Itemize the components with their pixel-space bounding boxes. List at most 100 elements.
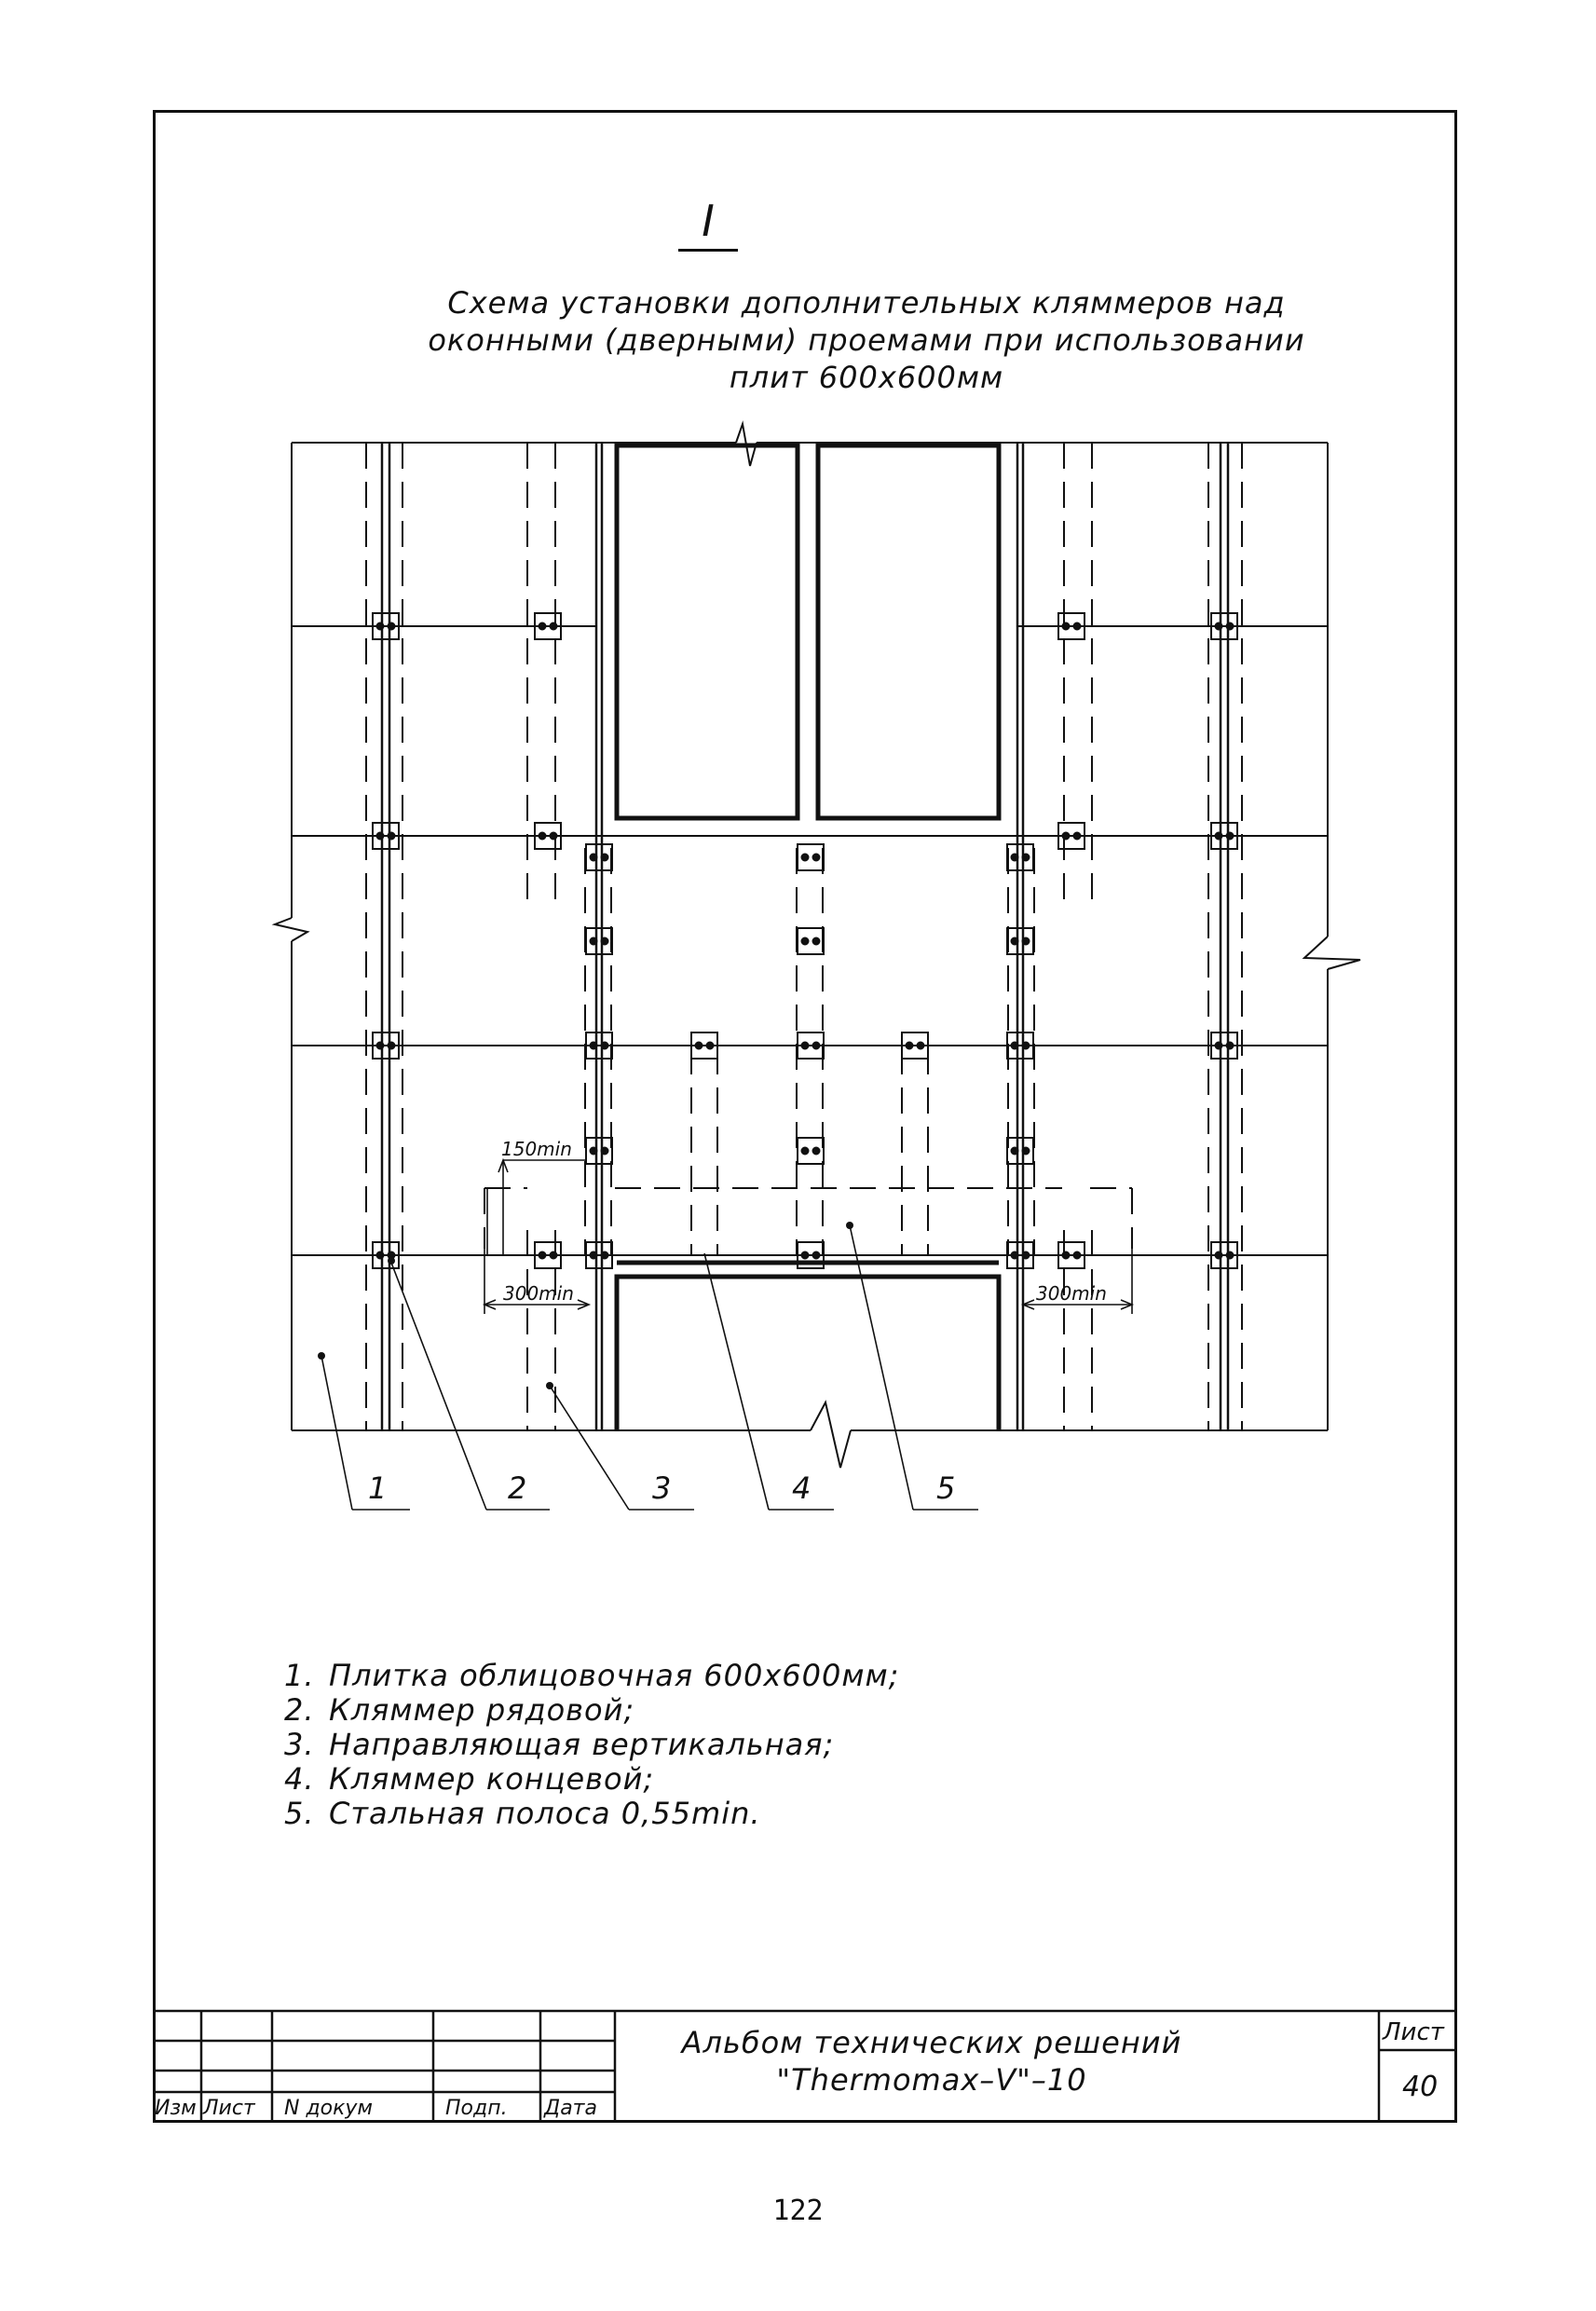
- clamp-bracket: [585, 843, 613, 871]
- clamp-bolt: [1225, 1041, 1235, 1050]
- callout-4: 4: [792, 1470, 811, 1506]
- clamp-bolt: [549, 622, 558, 631]
- clamp-bolt: [916, 1041, 925, 1050]
- clamp-bracket: [534, 612, 562, 640]
- legend-number: 4.: [284, 1761, 315, 1797]
- clamp-bolt: [800, 1251, 810, 1260]
- dim-300-right-label: 300min: [1036, 1282, 1107, 1305]
- clamp-bolt: [800, 1041, 810, 1050]
- clamp-bracket: [372, 1032, 400, 1060]
- dim-300-left-label: 300min: [503, 1282, 574, 1305]
- title-line-2: оконными (дверными) проемами при использ…: [428, 322, 1305, 358]
- legend-text: Плитка облицовочная 600х600мм;: [329, 1658, 900, 1693]
- clamp-bolt: [812, 1041, 821, 1050]
- clamp-bolt: [589, 1146, 598, 1156]
- clamp-bolt: [387, 1041, 396, 1050]
- clamp-bolt: [375, 1041, 385, 1050]
- tb-col-data: Дата: [544, 2097, 597, 2120]
- clamp-bolt: [1021, 937, 1030, 946]
- callout-leaders: [321, 1224, 978, 1511]
- opening-top-left: [614, 443, 800, 821]
- clamp-bracket: [1006, 1137, 1034, 1165]
- clamp-bolt: [905, 1041, 914, 1050]
- clamp-bracket: [1057, 612, 1085, 640]
- legend-number: 5.: [284, 1796, 315, 1831]
- callout-1: 1: [368, 1470, 387, 1506]
- title-block-lines: [153, 2009, 1457, 2123]
- legend-item: 3.Направляющая вертикальная;: [284, 1728, 899, 1762]
- legend-text: Кляммер рядовой;: [329, 1692, 635, 1728]
- clamp-bolt: [600, 1146, 609, 1156]
- legend-item: 4.Кляммер концевой;: [284, 1762, 899, 1797]
- clamp-bolt: [549, 831, 558, 841]
- clamp-bolt: [1072, 1251, 1082, 1260]
- clamp-bolt: [812, 937, 821, 946]
- clamp-bolt: [1214, 1041, 1223, 1050]
- drawing-frame: [153, 110, 1457, 2123]
- clamp-bracket: [1006, 1032, 1034, 1060]
- tb-col-izm: Изм: [155, 2097, 197, 2120]
- clamp-bracket: [797, 1032, 825, 1060]
- callout-2: 2: [508, 1470, 526, 1506]
- clamp-bolt: [694, 1041, 703, 1050]
- clamp-bracket: [1006, 1241, 1034, 1269]
- clamp-bolt: [1061, 622, 1071, 631]
- clamps: [372, 612, 1238, 1269]
- dashed-guides: [365, 443, 1243, 1430]
- clamp-bolt: [1072, 622, 1082, 631]
- clamp-bracket: [372, 612, 400, 640]
- clamp-bracket: [585, 1032, 613, 1060]
- clamp-bracket: [372, 822, 400, 850]
- clamp-bolt: [800, 853, 810, 862]
- tb-sheet-number: 40: [1402, 2071, 1439, 2103]
- legend: 1.Плитка облицовочная 600х600мм; 2.Клямм…: [284, 1659, 899, 1831]
- clamp-bolt: [1021, 1146, 1030, 1156]
- title-line-1: Схема установки дополнительных кляммеров…: [447, 285, 1286, 321]
- clamp-bolt: [1021, 853, 1030, 862]
- clamp-bracket: [690, 1032, 718, 1060]
- clamp-bracket: [1210, 1241, 1238, 1269]
- dimension-150: [486, 1157, 587, 1255]
- legend-number: 3.: [284, 1727, 315, 1762]
- clamp-bolt: [1214, 622, 1223, 631]
- album-title-line-1: Альбом технических решений: [681, 2025, 1182, 2060]
- album-title-line-2: "Thermomax–V"–10: [776, 2062, 1087, 2098]
- clamp-bolt: [387, 831, 396, 841]
- clamp-bracket: [797, 1137, 825, 1165]
- clamp-bolt: [589, 1041, 598, 1050]
- clamp-bolt: [1010, 1251, 1019, 1260]
- vertical-rails: [380, 443, 1230, 1430]
- clamp-bracket: [1006, 843, 1034, 871]
- clamp-bolt: [1225, 831, 1235, 841]
- clamp-bolt: [1010, 1146, 1019, 1156]
- clamp-bolt: [1021, 1041, 1030, 1050]
- clamp-bracket: [585, 927, 613, 955]
- clamp-bolt: [375, 622, 385, 631]
- album-title: Альбом технических решений "Thermomax–V"…: [615, 2024, 1248, 2099]
- clamp-bolt: [538, 1251, 547, 1260]
- clamp-bolt: [1225, 1251, 1235, 1260]
- clamp-bolt: [1021, 1251, 1030, 1260]
- section-mark: I: [671, 196, 745, 252]
- clamp-bolt: [375, 831, 385, 841]
- clamp-bracket: [372, 1241, 400, 1269]
- opening-bottom: [614, 1274, 1002, 1430]
- clamp-bolt: [600, 853, 609, 862]
- break-line-right: [1302, 936, 1361, 970]
- legend-item: 5.Стальная полоса 0,55min.: [284, 1797, 899, 1831]
- clamp-bolt: [705, 1041, 715, 1050]
- clamp-bolt: [387, 622, 396, 631]
- clamp-bracket: [901, 1032, 929, 1060]
- callout-3: 3: [652, 1470, 671, 1506]
- callout-5: 5: [936, 1470, 955, 1506]
- opening-top-right: [815, 443, 1002, 821]
- clamp-bolt: [375, 1251, 385, 1260]
- clamp-bolt: [589, 1251, 598, 1260]
- title-line-3: плит 600х600мм: [729, 360, 1004, 395]
- clamp-bolt: [812, 1251, 821, 1260]
- clamp-bolt: [600, 1251, 609, 1260]
- section-mark-label: I: [702, 196, 715, 246]
- clamp-bolt: [1010, 1041, 1019, 1050]
- clamp-bolt: [549, 1251, 558, 1260]
- clamp-bolt: [1072, 831, 1082, 841]
